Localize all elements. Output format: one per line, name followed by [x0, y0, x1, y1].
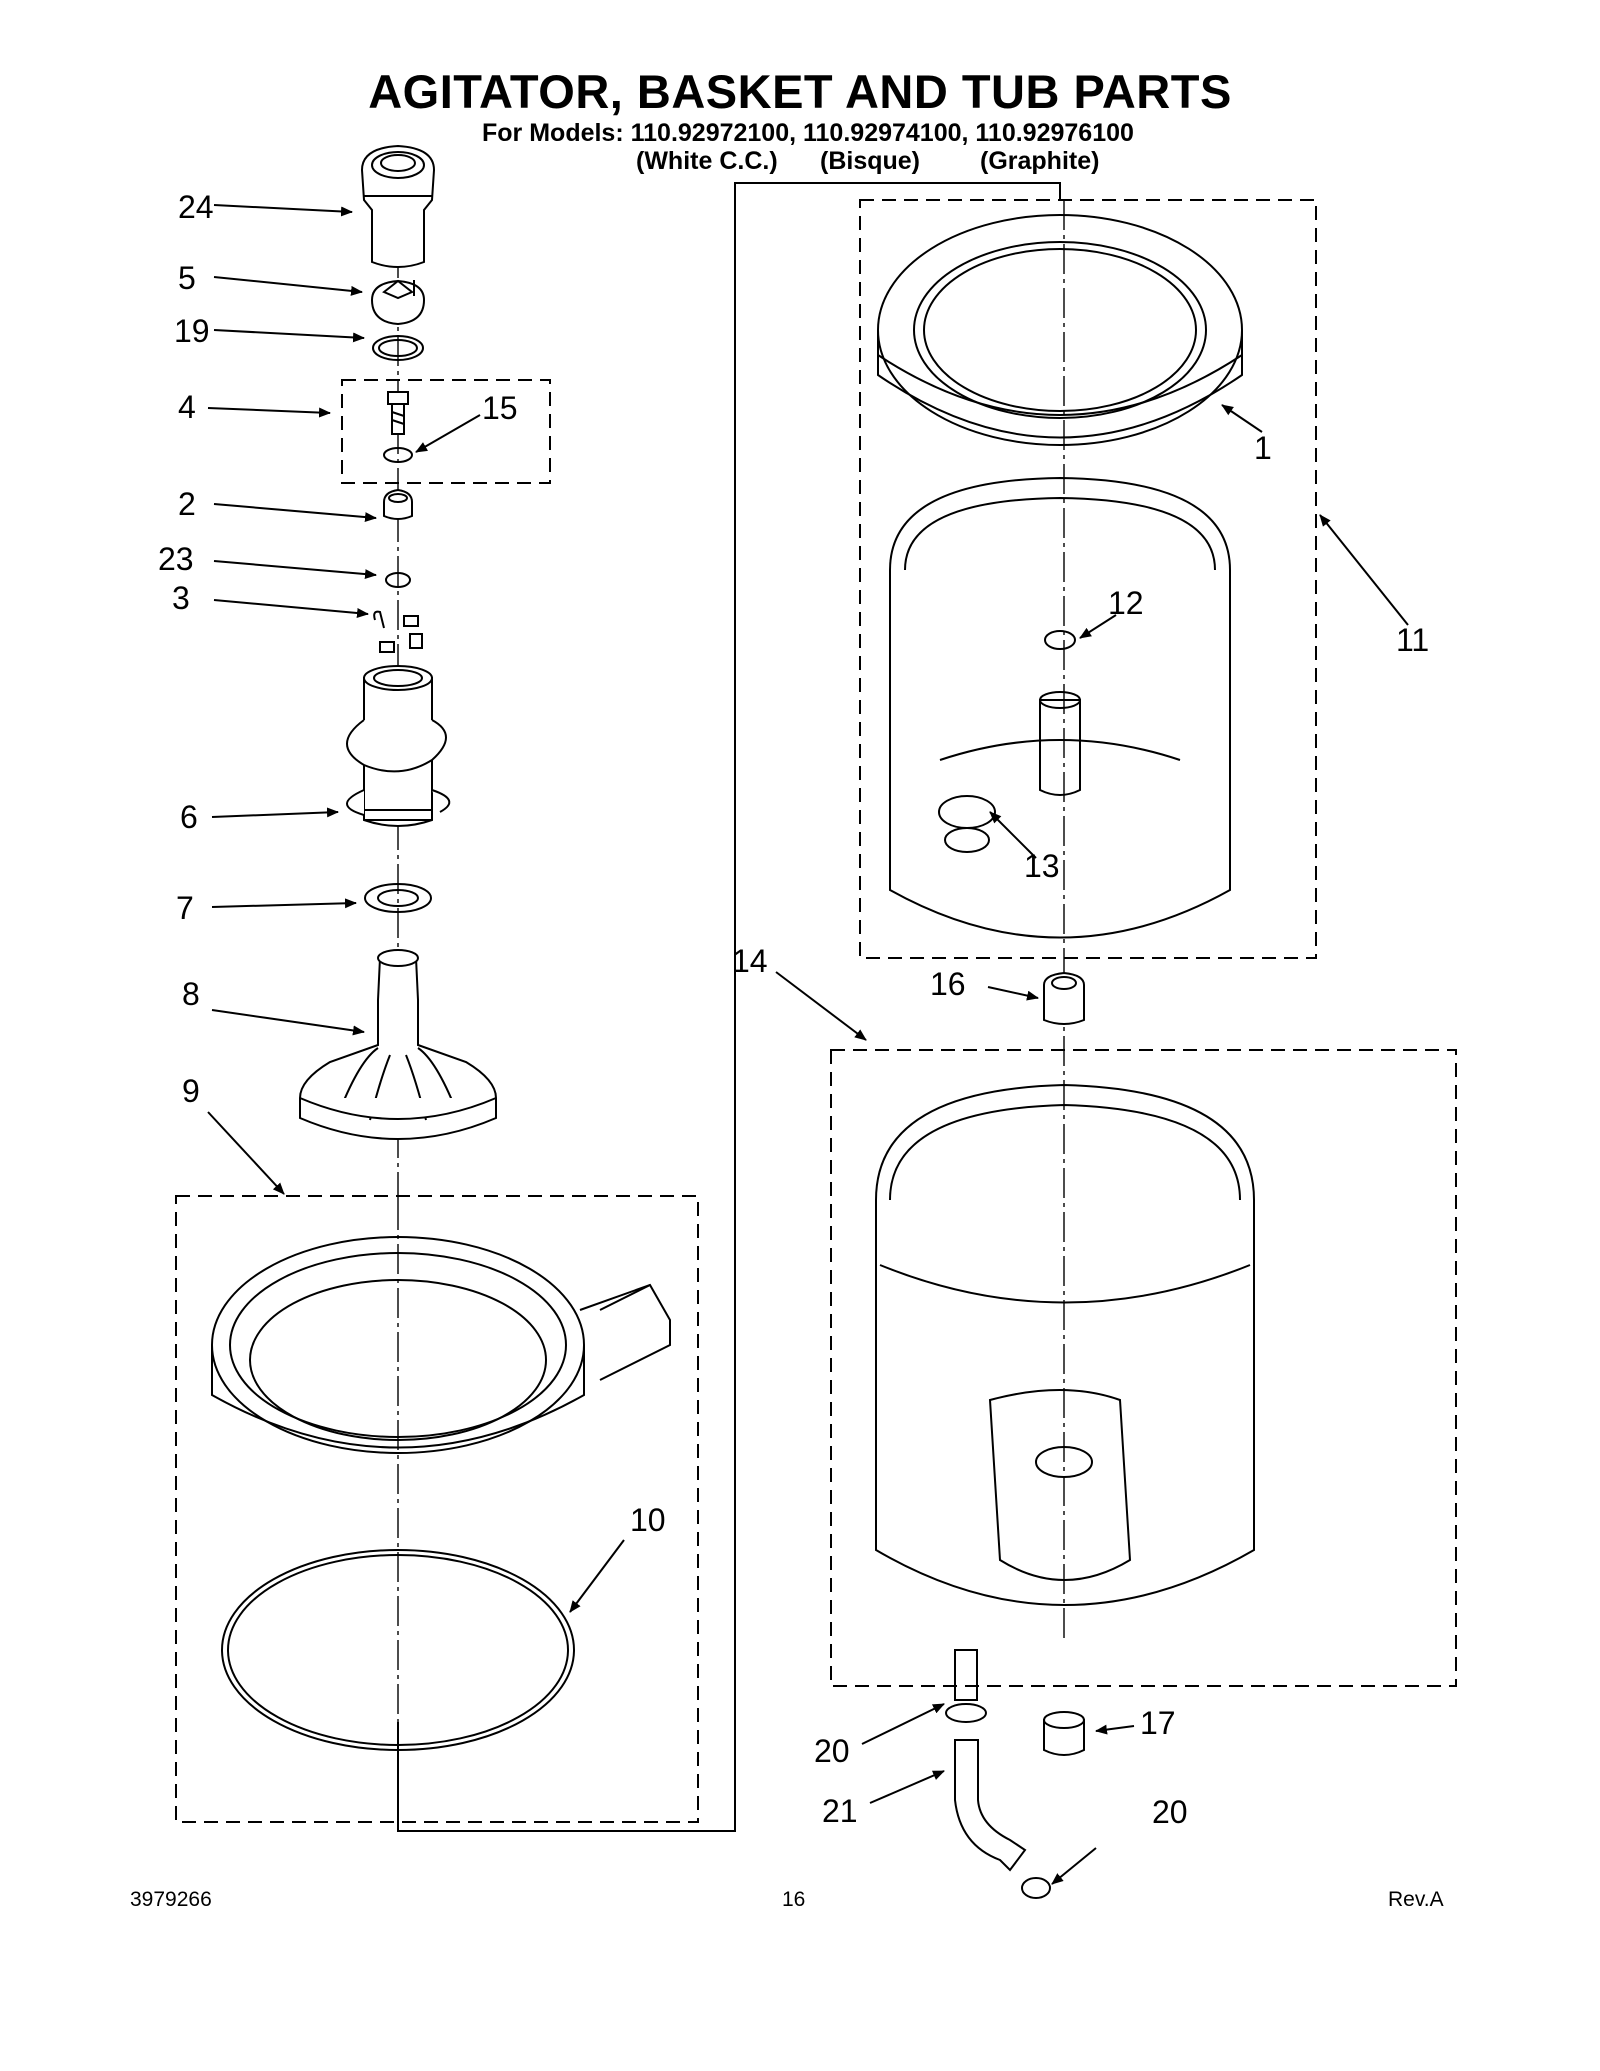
part-10-seal-ring [221, 1549, 575, 1751]
leader-20b [1051, 1847, 1097, 1885]
part-17-plug [1043, 1711, 1085, 1756]
models-line: For Models: 110.92972100, 110.92974100, … [482, 119, 1134, 147]
leader-10 [569, 1539, 625, 1613]
leader-14 [775, 971, 867, 1041]
group-box-14 [830, 1049, 1457, 1687]
callout-16: 16 [930, 966, 966, 1002]
part-7-ring [364, 883, 432, 913]
part-9-tub-ring [211, 1236, 671, 1454]
callout-1: 1 [1254, 430, 1272, 466]
callout-23: 23 [158, 541, 194, 577]
leader-6 [211, 807, 339, 818]
page-title: AGITATOR, BASKET AND TUB PARTS [368, 65, 1232, 118]
callout-15: 15 [482, 390, 518, 426]
leader-9 [207, 1111, 285, 1195]
part-4-bolt [387, 391, 409, 435]
leader-16 [987, 986, 1039, 1001]
callout-7: 7 [176, 890, 194, 926]
leader-7 [211, 898, 357, 909]
group-box-11 [859, 199, 1317, 959]
variant-white: (White C.C.) [636, 147, 778, 175]
part-6-auger [346, 665, 451, 827]
part-24-agitator-cap [360, 144, 436, 268]
leader-2 [213, 503, 377, 523]
callout-20-upper: 20 [814, 1733, 850, 1769]
callout-3: 3 [172, 580, 190, 616]
leader-13 [989, 811, 1037, 859]
callout-10: 10 [630, 1502, 666, 1538]
leader-4 [207, 407, 331, 418]
leader-15 [415, 414, 481, 453]
connector-line [397, 182, 1061, 1832]
part-3-clips [373, 610, 423, 653]
leader-21 [869, 1770, 945, 1804]
group-box-4 [341, 379, 551, 484]
page-number: 16 [782, 1888, 806, 1911]
leader-11 [1319, 514, 1409, 626]
part-5-cam [370, 279, 426, 326]
callout-13: 13 [1024, 848, 1060, 884]
part-8-agitator-base [299, 949, 497, 1140]
callout-11: 11 [1396, 622, 1430, 658]
leader-19 [213, 329, 365, 343]
leader-5 [213, 276, 363, 296]
variant-bisque: (Bisque) [820, 147, 920, 175]
group-box-9 [175, 1195, 699, 1823]
callout-4: 4 [178, 389, 196, 425]
leader-20a [861, 1703, 945, 1745]
leader-24 [213, 204, 353, 217]
leader-3 [213, 599, 369, 618]
part-2-dog [383, 488, 413, 520]
basket [889, 476, 1231, 939]
callout-2: 2 [178, 486, 196, 522]
callout-19: 19 [174, 313, 210, 349]
leader-17 [1095, 1724, 1135, 1735]
callout-8: 8 [182, 976, 200, 1012]
callout-21: 21 [822, 1793, 858, 1829]
callout-20-lower: 20 [1152, 1794, 1188, 1830]
callout-17: 17 [1140, 1705, 1176, 1741]
part-1-balance-ring [877, 214, 1243, 446]
callout-12: 12 [1108, 585, 1144, 621]
revision-label: Rev.A [1388, 1888, 1444, 1911]
callout-5: 5 [178, 260, 196, 296]
callout-6: 6 [180, 799, 198, 835]
leader-23 [213, 560, 377, 580]
part-16-bearing [1043, 971, 1085, 1025]
leader-1 [1221, 404, 1263, 433]
part-19-ring [372, 335, 424, 361]
callout-9: 9 [182, 1073, 200, 1109]
part-14-outer-tub [875, 1083, 1255, 1701]
variant-graphite: (Graphite) [980, 147, 1100, 175]
part-15-washer [383, 447, 413, 463]
leader-12 [1079, 614, 1117, 639]
document-number: 3979266 [130, 1888, 212, 1911]
callout-24: 24 [178, 189, 214, 225]
leader-8 [211, 1009, 365, 1036]
part-21-hose [945, 1703, 1051, 1899]
callout-14: 14 [732, 943, 768, 979]
part-23-washer [385, 572, 411, 588]
